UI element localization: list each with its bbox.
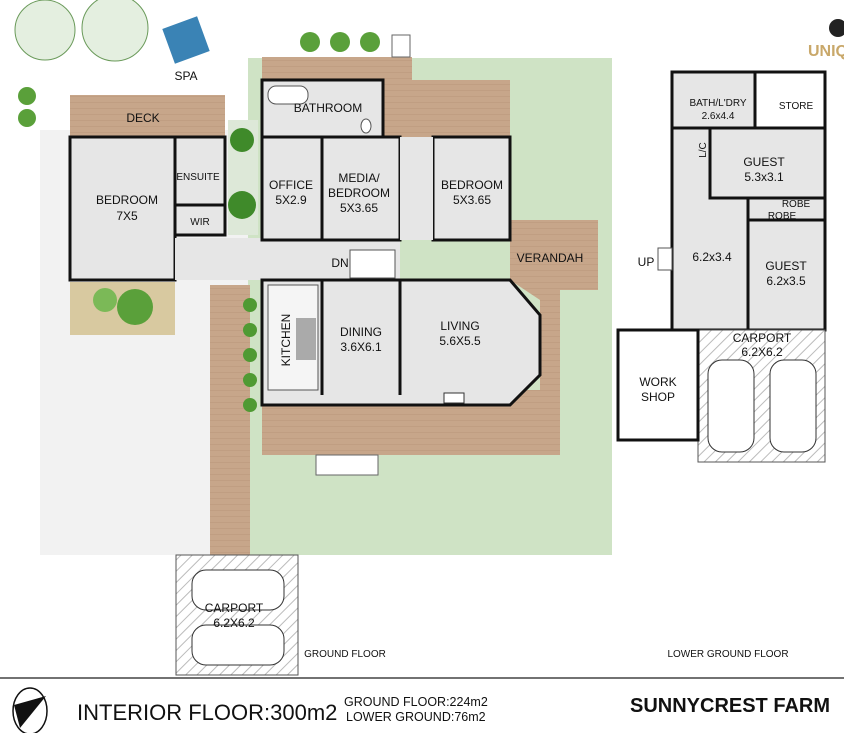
deck [70, 95, 225, 137]
bedroom-master [68, 135, 177, 282]
label-guest-1: GUEST [743, 155, 785, 169]
bathtub-icon [267, 85, 309, 105]
shrub-icon [300, 32, 320, 52]
stairs-up [657, 247, 673, 271]
label-office: OFFICE [269, 178, 313, 192]
shrub-icon [18, 87, 36, 105]
label-carport-lower: CARPORT [733, 331, 792, 345]
size-carport: 6.2X6.2 [213, 616, 255, 630]
car-icon [191, 624, 285, 666]
verandah-top [262, 57, 412, 80]
label-kitchen: KITCHEN [279, 314, 293, 367]
wir [173, 203, 227, 237]
label-guest-2: GUEST [765, 259, 807, 273]
label-bedroom-master: BEDROOM [96, 193, 158, 207]
shrub-icon [360, 32, 380, 52]
ground-floor-title: GROUND FLOOR [304, 649, 386, 660]
label-store: STORE [779, 101, 814, 112]
label-deck: DECK [126, 111, 159, 125]
label-carport: CARPORT [205, 601, 264, 615]
size-office: 5X2.9 [275, 193, 307, 207]
office [260, 135, 324, 242]
guest-2 [746, 218, 827, 332]
label-verandah: VERANDAH [517, 251, 584, 265]
ensuite [173, 135, 227, 207]
size-living: 5.6X5.5 [439, 334, 481, 348]
label-media-bedroom: BEDROOM [328, 186, 390, 200]
media-bedroom [320, 135, 402, 242]
store [753, 70, 827, 130]
spa-icon [158, 12, 214, 68]
label-dn: DN [331, 256, 348, 270]
size-bath-laundry: 2.6x4.4 [702, 111, 735, 122]
label-living: LIVING [440, 319, 479, 333]
ground-floor-area: GROUND FLOOR:224m2 [344, 695, 488, 709]
size-bedroom-master: 7X5 [116, 209, 138, 223]
label-lc: L/C [698, 142, 709, 158]
compass-needle [14, 696, 46, 728]
plant-icon [93, 288, 117, 312]
label-media: MEDIA/ [338, 171, 380, 185]
size-guest-2: 6.2x3.5 [766, 274, 806, 288]
label-robe-2: ROBE [768, 211, 797, 222]
logo-icon [829, 19, 844, 37]
label-dining: DINING [340, 325, 382, 339]
bath-laundry [670, 70, 757, 130]
size-bedroom-2: 5X3.65 [453, 193, 491, 207]
size-guest-1: 5.3x3.1 [744, 170, 784, 184]
tree-icon [14, 0, 76, 61]
label-robe-1: ROBE [782, 199, 811, 210]
kitchen-island [296, 318, 316, 360]
label-workshop-2: SHOP [641, 390, 675, 404]
guest-1 [708, 126, 827, 200]
car-icon [191, 569, 285, 611]
fireplace-icon [443, 392, 465, 404]
label-bath-laundry: BATH/L'DRY [689, 98, 746, 109]
size-media: 5X3.65 [340, 201, 378, 215]
size-carport-lower: 6.2X6.2 [741, 345, 783, 359]
plant-icon [117, 289, 153, 325]
toilet-icon [360, 118, 372, 134]
car-icon [707, 359, 755, 453]
plant-icon [230, 128, 254, 152]
lower-ground-title: LOWER GROUND FLOOR [667, 649, 788, 660]
logo: UNIQ [808, 43, 844, 60]
interior-floor-area: INTERIOR FLOOR:300m2 [77, 700, 337, 725]
lower-ground-area: LOWER GROUND:76m2 [346, 710, 486, 724]
workshop [616, 328, 700, 442]
label-spa: SPA [174, 69, 197, 83]
shrub-icon [18, 109, 36, 127]
tree-icon [81, 0, 149, 62]
hedge [243, 298, 257, 412]
shrub-icon [330, 32, 350, 52]
steps [391, 34, 411, 58]
label-wir: WIR [190, 217, 209, 228]
walkway [210, 285, 250, 555]
stairs-down [349, 249, 396, 279]
label-up: UP [638, 255, 655, 269]
size-dining: 3.6X6.1 [340, 340, 382, 354]
steps [315, 454, 379, 476]
plant-icon [228, 191, 256, 219]
label-workshop: WORK [639, 375, 676, 389]
label-ensuite: ENSUITE [176, 172, 220, 183]
size-hall: 6.2x3.4 [692, 250, 732, 264]
label-bathroom: BATHROOM [294, 101, 362, 115]
car-icon [769, 359, 817, 453]
property-name: SUNNYCREST FARM [630, 695, 830, 717]
label-bedroom-2: BEDROOM [441, 178, 503, 192]
hall [400, 137, 433, 240]
